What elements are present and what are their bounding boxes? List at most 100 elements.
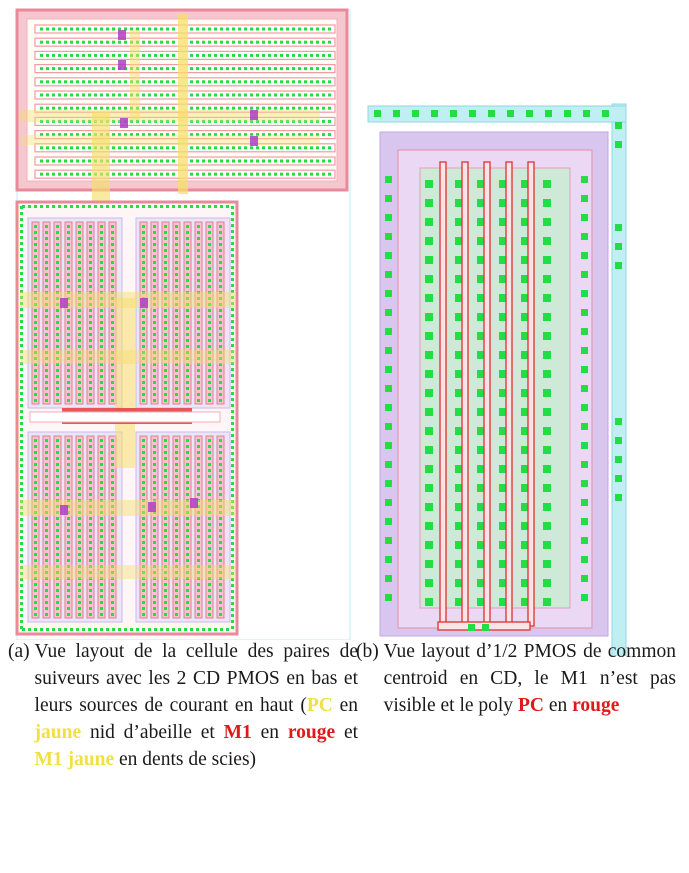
contact-dot [45, 279, 48, 282]
contact-dot [298, 146, 301, 150]
guard-contact [385, 499, 392, 506]
contact-dot [197, 601, 200, 604]
rail-contact [615, 456, 622, 463]
contact-dot [70, 106, 73, 110]
guard-contact [231, 440, 234, 443]
contact-dot [197, 445, 200, 448]
contact-dot [34, 375, 37, 378]
contact-dot [310, 27, 313, 31]
contact-dot [89, 523, 92, 526]
contact-dot [82, 80, 85, 84]
guard-contact [385, 347, 392, 354]
contact-dot [100, 315, 103, 318]
contact-dot [34, 315, 37, 318]
pmos-array [135, 431, 231, 623]
pmos-finger [139, 221, 148, 405]
contact-dot [111, 577, 114, 580]
contact-dot [34, 321, 37, 324]
guard-contact [20, 530, 23, 533]
contact-dot [172, 93, 175, 97]
contact-dot [34, 505, 37, 508]
contact-dot [172, 172, 175, 176]
contact-dot [34, 535, 37, 538]
contact-dot [100, 237, 103, 240]
contact-dot [111, 303, 114, 306]
contact-dot [100, 523, 103, 526]
contact-dot [286, 40, 289, 44]
contact-dot [286, 106, 289, 110]
contact-dot [88, 80, 91, 84]
contact-dot [142, 547, 145, 550]
contact-dot [175, 565, 178, 568]
contact-dot [142, 511, 145, 514]
contact-dot [111, 451, 114, 454]
contact-dot [186, 607, 189, 610]
contact-dot [175, 439, 178, 442]
contact-dot [197, 267, 200, 270]
contact-dot [89, 565, 92, 568]
contact-dot [196, 146, 199, 150]
contact-dot [238, 159, 241, 163]
contact-dot [197, 303, 200, 306]
contact-dot [89, 589, 92, 592]
contact-dot [286, 133, 289, 137]
contact-dot [100, 529, 103, 532]
guard-contact [20, 314, 23, 317]
contact-dot [172, 40, 175, 44]
contact-dot [111, 309, 114, 312]
contact-dot [186, 381, 189, 384]
contact-dot [142, 291, 145, 294]
contact-dot [56, 445, 59, 448]
contact-dot [250, 93, 253, 97]
contact-dot [274, 93, 277, 97]
contact-dot [164, 393, 167, 396]
guard-contact [581, 309, 588, 316]
contact-dot [67, 601, 70, 604]
contact-dot [219, 535, 222, 538]
contact-dot [67, 541, 70, 544]
guard-contact [214, 628, 217, 631]
contact-dot [88, 27, 91, 31]
guard-contact [231, 452, 234, 455]
contact-dot [89, 363, 92, 366]
guard-contact [231, 230, 234, 233]
contact-dot [268, 119, 271, 123]
contact-dot [111, 535, 114, 538]
contact-dot [238, 172, 241, 176]
contact-dot [208, 357, 211, 360]
contact-dot [172, 80, 175, 84]
contact-dot [250, 106, 253, 110]
contact-dot [274, 80, 277, 84]
contact-dot [197, 577, 200, 580]
contact-dot [78, 457, 81, 460]
guard-contact [385, 442, 392, 449]
caption-a-rouge: rouge [287, 722, 336, 743]
contact-dot [124, 146, 127, 150]
source-drain-contact [425, 237, 433, 245]
contact-dot [78, 565, 81, 568]
contact-dot [268, 67, 271, 71]
contact-dot [89, 559, 92, 562]
contact-dot [196, 40, 199, 44]
rail-contact [393, 110, 400, 117]
contact-dot [208, 547, 211, 550]
contact-dot [292, 67, 295, 71]
contact-dot [78, 321, 81, 324]
contact-dot [154, 146, 157, 150]
guard-contact [76, 205, 79, 208]
contact-dot [280, 53, 283, 57]
guard-contact [130, 628, 133, 631]
contact-dot [262, 106, 265, 110]
contact-dot [186, 393, 189, 396]
source-drain-contact [499, 598, 507, 606]
source-drain-contact [543, 579, 551, 587]
guard-contact [28, 628, 31, 631]
source-drain-contact [455, 389, 463, 397]
contact-dot [186, 493, 189, 496]
guard-contact [231, 260, 234, 263]
contact-dot [67, 351, 70, 354]
source-drain-contact [477, 237, 485, 245]
contact-dot [34, 529, 37, 532]
contact-dot [232, 80, 235, 84]
guard-contact [20, 578, 23, 581]
